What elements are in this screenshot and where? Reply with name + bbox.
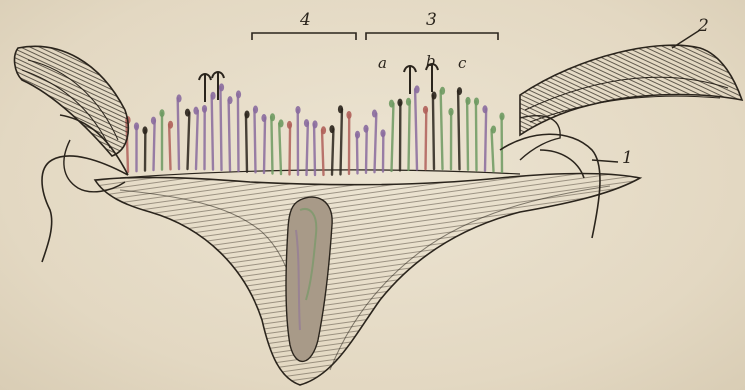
hair-cell-tip bbox=[287, 121, 292, 129]
hair-cell bbox=[290, 125, 291, 175]
hair-cell-tip bbox=[457, 87, 462, 95]
hair-cell-tip bbox=[312, 120, 317, 128]
hair-cell-tip bbox=[372, 110, 377, 118]
hair-cell bbox=[169, 125, 170, 170]
hair-cell-tip bbox=[389, 100, 394, 108]
hair-cell bbox=[279, 123, 281, 174]
hair-cell-tip bbox=[448, 108, 453, 116]
bracket-3 bbox=[366, 33, 498, 40]
hair-cell bbox=[375, 114, 377, 173]
hair-cell-tip bbox=[227, 96, 232, 104]
hair-cell-tip bbox=[423, 106, 428, 114]
hair-cell bbox=[154, 121, 155, 171]
hair-cell-tip bbox=[244, 110, 249, 118]
hair-cell bbox=[332, 129, 333, 175]
hair-cell-tip bbox=[482, 105, 487, 113]
hair-cell-tip bbox=[491, 125, 496, 133]
hair-cell bbox=[433, 96, 434, 169]
central-body bbox=[95, 174, 640, 386]
hair-cell bbox=[485, 109, 486, 170]
label-bracket-3: 3 bbox=[426, 12, 437, 29]
hair-cell bbox=[409, 102, 410, 170]
hair-cell bbox=[264, 118, 265, 173]
hair-cell bbox=[458, 91, 459, 169]
sensory-hair-cells bbox=[125, 64, 504, 175]
hair-cell-tip bbox=[270, 113, 275, 121]
hair-cell-tip bbox=[397, 99, 402, 107]
hair-cell-tip bbox=[151, 117, 156, 125]
hair-cell bbox=[476, 102, 477, 171]
bracket-4 bbox=[252, 33, 356, 40]
hair-cell-tip bbox=[202, 105, 207, 113]
hair-cell-tip bbox=[236, 90, 241, 98]
hair-cell-tip bbox=[431, 92, 436, 100]
label-2: 2 bbox=[698, 18, 709, 35]
hair-cell-tip bbox=[210, 92, 215, 100]
pointer-line-1 bbox=[592, 160, 618, 162]
hair-cell-tip bbox=[295, 106, 300, 114]
hair-cell bbox=[322, 130, 323, 175]
hair-cell bbox=[366, 129, 367, 173]
hair-cell bbox=[341, 109, 342, 174]
hair-cell-tip bbox=[134, 122, 139, 130]
hair-cell bbox=[426, 110, 427, 169]
hair-cell bbox=[441, 91, 443, 169]
label-b: b bbox=[426, 54, 436, 69]
hair-cell bbox=[212, 96, 213, 170]
hair-cell-tip bbox=[304, 119, 309, 127]
label-bracket-4: 4 bbox=[300, 12, 311, 29]
left-feather-fold bbox=[15, 46, 129, 156]
hair-cell bbox=[307, 123, 308, 175]
hair-cell-tip bbox=[159, 109, 164, 117]
hair-cell-tip bbox=[176, 94, 181, 102]
hair-cell-tip bbox=[355, 131, 360, 139]
hair-cell-tip bbox=[185, 109, 190, 117]
right-feather-fold bbox=[520, 45, 742, 135]
label-c: c bbox=[458, 56, 466, 71]
hair-cell bbox=[415, 89, 417, 169]
label-a: a bbox=[378, 56, 387, 71]
hair-cell-tip bbox=[414, 85, 419, 93]
hair-cell bbox=[492, 129, 494, 171]
hair-cell-tip bbox=[142, 126, 147, 134]
hair-cell bbox=[229, 100, 230, 170]
hair-cell-tip bbox=[261, 114, 266, 122]
hair-cell bbox=[271, 117, 272, 173]
hair-cell-tip bbox=[321, 126, 326, 134]
hair-cell bbox=[238, 94, 239, 171]
hair-cell bbox=[246, 114, 247, 171]
hair-cell bbox=[196, 111, 198, 169]
hair-cell bbox=[254, 110, 255, 173]
hair-cell bbox=[178, 98, 179, 169]
hair-cell bbox=[188, 113, 190, 169]
hair-cell-tip bbox=[465, 97, 470, 105]
hair-cell-tip bbox=[440, 87, 445, 95]
hair-cell bbox=[467, 101, 468, 170]
hair-cell bbox=[220, 87, 221, 170]
forked-hair-tip bbox=[199, 74, 211, 102]
hair-cell-tip bbox=[363, 125, 368, 133]
hair-cell-tip bbox=[329, 125, 334, 133]
hair-cell-tip bbox=[474, 98, 479, 106]
hair-cell-tip bbox=[338, 105, 343, 113]
hair-cell-tip bbox=[253, 106, 258, 114]
hair-cell-tip bbox=[346, 111, 351, 119]
hair-cell bbox=[357, 135, 358, 174]
hair-cell-tip bbox=[499, 112, 504, 120]
hair-cell-tip bbox=[406, 98, 411, 106]
hair-cell-tip bbox=[168, 121, 173, 129]
hair-cell bbox=[392, 104, 394, 171]
hair-cell bbox=[314, 124, 315, 175]
hair-cell-tip bbox=[193, 107, 198, 115]
hair-cell-tip bbox=[278, 119, 283, 127]
hair-cell-tip bbox=[380, 129, 385, 137]
label-1: 1 bbox=[622, 150, 633, 167]
hair-cell-tip bbox=[219, 83, 224, 91]
